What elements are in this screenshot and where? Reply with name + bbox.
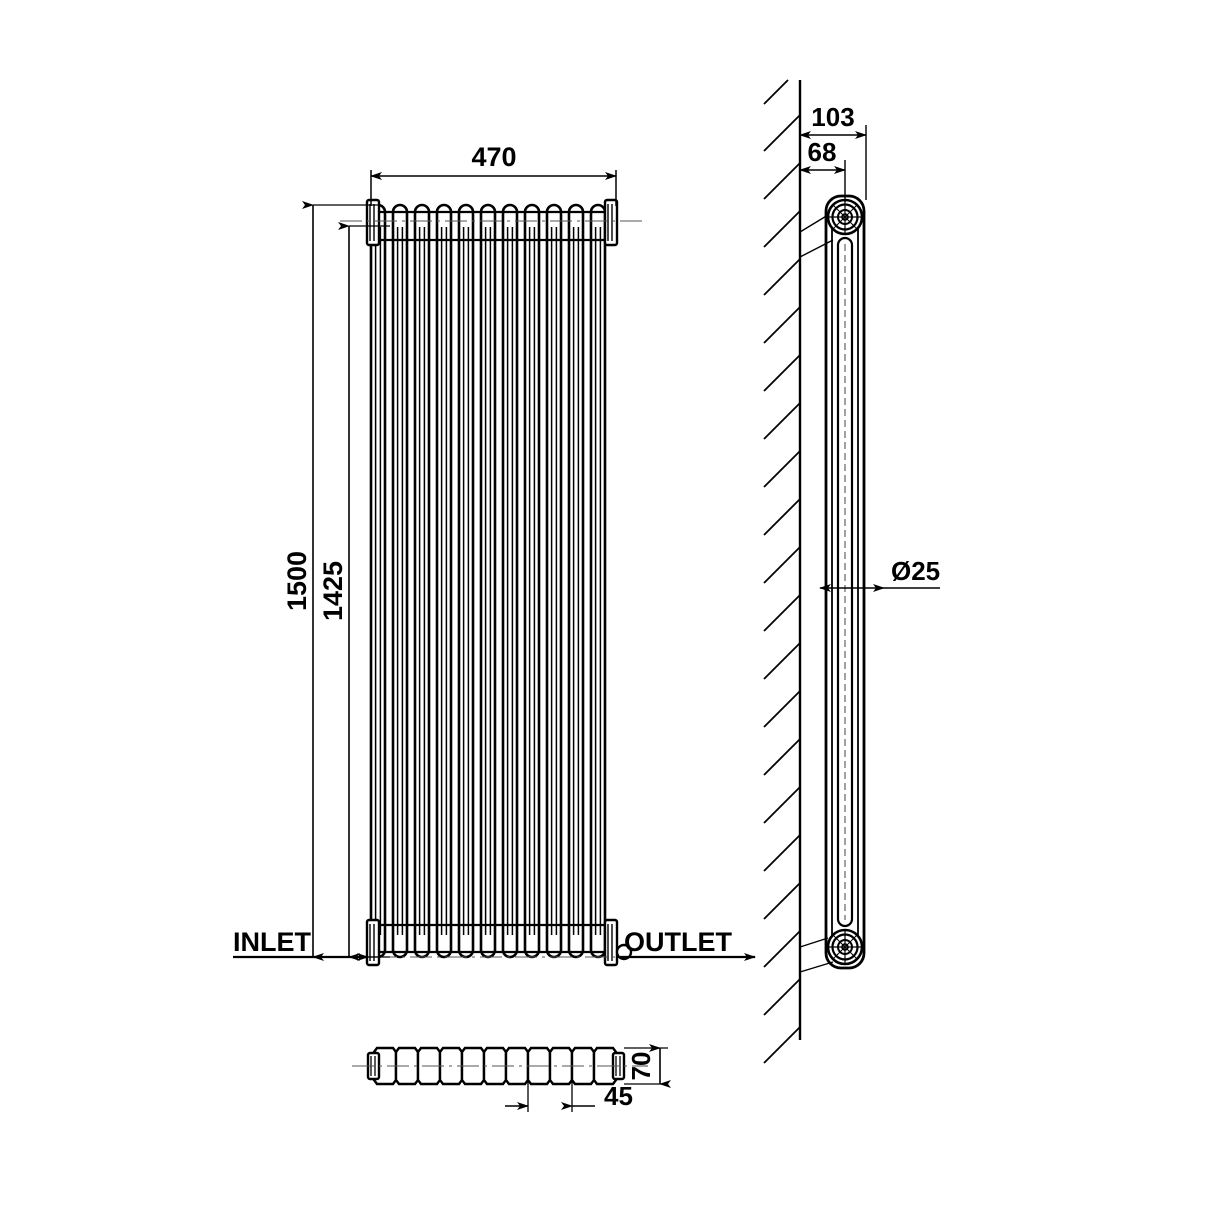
front-bottom-header — [371, 923, 612, 954]
front-columns — [369, 203, 607, 959]
outlet-port-circle — [615, 943, 633, 961]
dim-label-470: 470 — [471, 142, 516, 172]
inlet-label: INLET — [233, 927, 312, 957]
side-view-dimensions: 103 68 Ø25 — [799, 102, 940, 592]
plan-view-dimensions: 70 45 — [505, 1044, 671, 1112]
wall-bracket-leaders — [799, 214, 834, 973]
front-view-dimensions: 470 1500 1425 — [282, 142, 617, 961]
outlet-label: OUTLET — [624, 927, 732, 957]
front-top-left-endcap — [365, 198, 381, 247]
dim-label-d25: Ø25 — [891, 556, 940, 586]
front-bottom-right-endcap — [603, 918, 619, 967]
flow-callouts: INLET OUTLET — [233, 927, 756, 961]
dim-label-1425: 1425 — [318, 561, 348, 621]
side-top-port — [826, 198, 864, 236]
side-bottom-port — [826, 928, 864, 966]
dim-label-45: 45 — [604, 1081, 633, 1111]
front-top-right-endcap — [603, 198, 619, 247]
dim-label-68: 68 — [808, 137, 837, 167]
side-column-tube — [836, 236, 854, 928]
front-top-header — [371, 210, 612, 242]
wall-hatching — [763, 79, 802, 1064]
front-elevation — [340, 198, 645, 967]
dim-label-70: 70 — [626, 1052, 656, 1081]
dim-label-1500: 1500 — [282, 551, 312, 611]
side-elevation — [799, 194, 866, 973]
dim-label-103: 103 — [811, 102, 854, 132]
front-bottom-left-endcap — [365, 918, 381, 967]
plan-view — [352, 1046, 648, 1086]
